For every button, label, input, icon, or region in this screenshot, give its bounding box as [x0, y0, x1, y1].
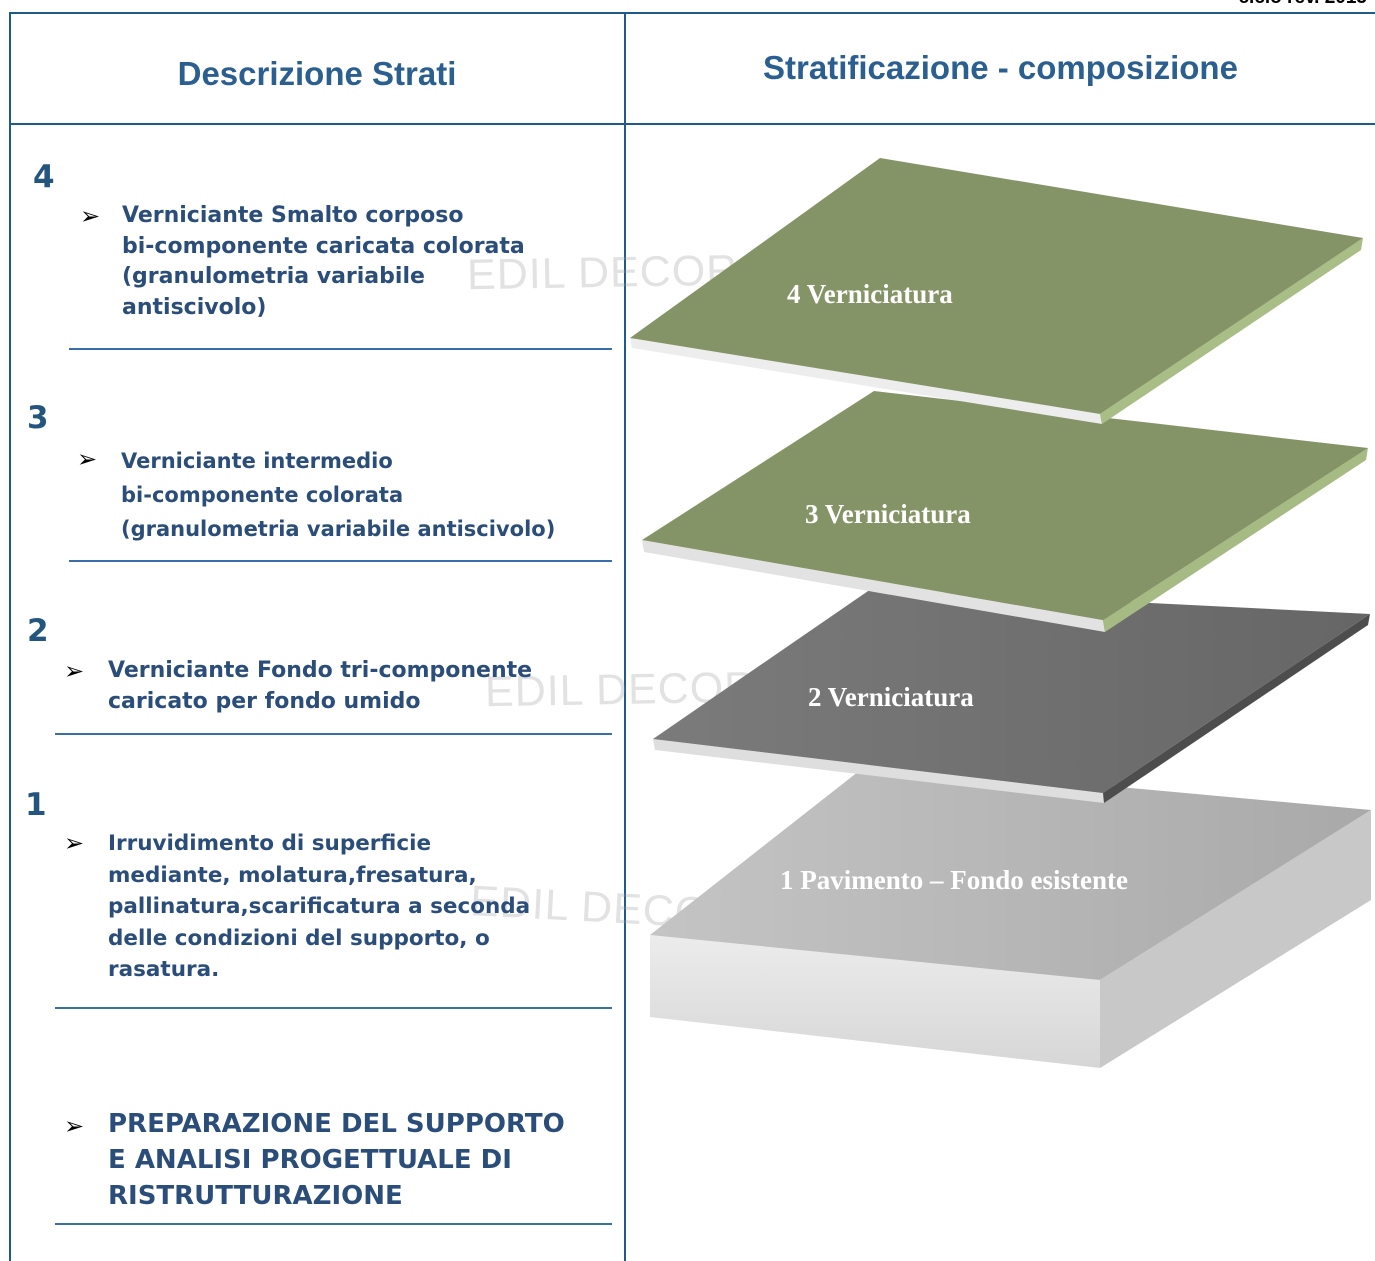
layer-4-coating — [630, 158, 1363, 424]
layer-label: 4 Verniciatura — [787, 279, 953, 309]
arrow-bullet-icon: ➢ — [80, 202, 101, 230]
description-line: (granulometria variabile antiscivolo) — [121, 517, 556, 541]
layer-number: 3 — [27, 400, 49, 436]
description-line: pallinatura,scarificatura a seconda — [108, 894, 531, 919]
arrow-bullet-icon: ➢ — [64, 1112, 85, 1140]
section-separator — [55, 1007, 612, 1009]
arrow-bullet-icon: ➢ — [77, 445, 98, 473]
preparation-description: PREPARAZIONE DEL SUPPORTO E ANALISI PROG… — [108, 1106, 565, 1214]
description-line: Verniciante Fondo tri-componente — [108, 658, 533, 683]
layer-description: Irruvidimento di superficie mediante, mo… — [108, 828, 530, 986]
document-revision: ciclo rev. 2015 — [1238, 0, 1367, 9]
description-line: (granulometria variabile — [122, 264, 425, 289]
right-column-header: Stratificazione - composizione — [763, 49, 1238, 86]
left-column-header: Descrizione Strati — [177, 55, 457, 92]
section-separator — [69, 560, 612, 562]
layer-2-coating — [653, 589, 1370, 803]
description-line: E ANALISI PROGETTUALE DI — [108, 1145, 512, 1175]
description-line: rasatura. — [108, 957, 220, 982]
layer-3-coating — [642, 391, 1368, 632]
layer-label: 2 Verniciatura — [808, 682, 974, 712]
layer-stack-diagram — [630, 158, 1371, 1068]
description-line: bi-componente caricata colorata — [122, 233, 525, 259]
layer-number: 2 — [27, 613, 49, 649]
frame-top-border — [9, 12, 1375, 14]
layer-description: Verniciante Smalto corposo bi-componente… — [122, 201, 525, 323]
description-line: Verniciante Smalto corposo — [122, 203, 464, 228]
header-bottom-border — [9, 123, 1375, 125]
layer-description: Verniciante Fondo tri-componente caricat… — [108, 656, 532, 717]
description-line: bi-componente colorata — [121, 483, 404, 507]
frame-left-border — [9, 12, 11, 1261]
section-separator — [55, 1223, 612, 1225]
floor-slab — [650, 764, 1371, 1068]
section-separator — [55, 733, 612, 735]
description-line: antiscivolo) — [122, 294, 267, 320]
layer-description: Verniciante intermedio bi-componente col… — [121, 444, 555, 546]
layer-label: 3 Verniciatura — [805, 499, 971, 529]
arrow-bullet-icon: ➢ — [64, 657, 85, 685]
section-separator — [69, 348, 612, 350]
description-line: caricato per fondo umido — [108, 688, 421, 714]
layer-number: 4 — [33, 159, 55, 195]
description-line: Irruvidimento di superficie — [108, 831, 432, 856]
description-line: RISTRUTTURAZIONE — [108, 1181, 403, 1211]
description-line: delle condizioni del supporto, o — [108, 925, 490, 951]
layer-number: 1 — [25, 787, 47, 823]
frame-center-divider — [624, 12, 626, 1261]
description-line: PREPARAZIONE DEL SUPPORTO — [108, 1109, 565, 1139]
layer-label: 1 Pavimento – Fondo esistente — [780, 865, 1128, 895]
description-line: mediante, molatura,fresatura, — [108, 862, 477, 888]
arrow-bullet-icon: ➢ — [64, 829, 85, 857]
description-line: Verniciante intermedio — [121, 449, 393, 473]
